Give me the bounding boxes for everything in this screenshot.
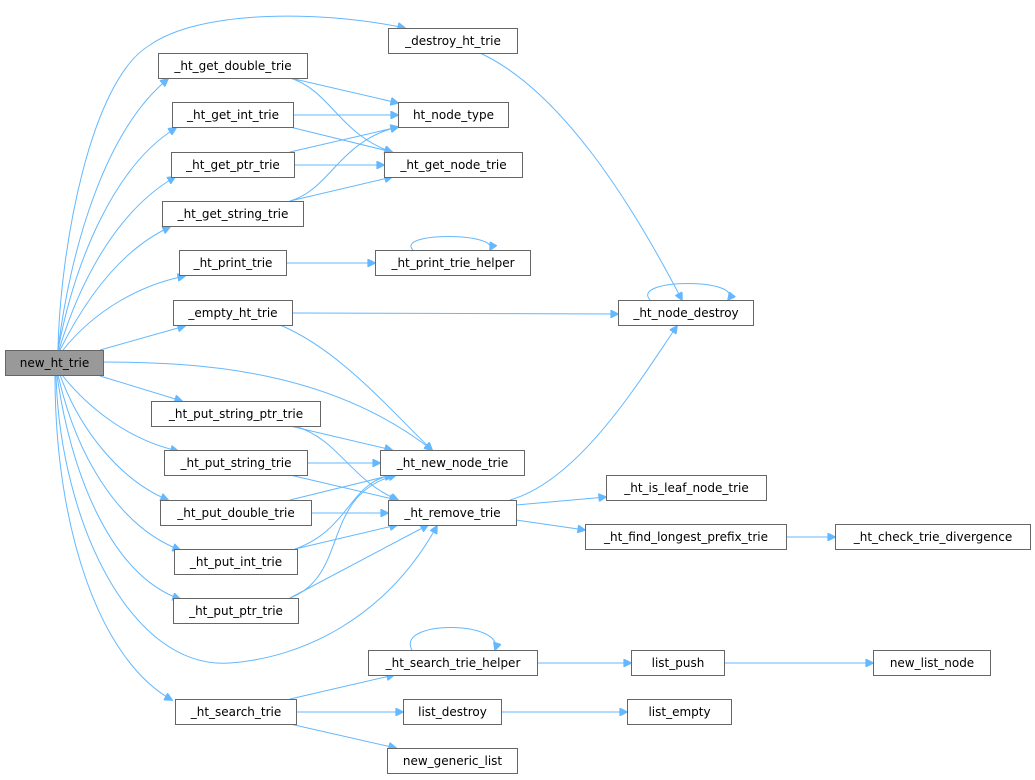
edge-new_ht_trie-ht_print_trie [62, 276, 185, 351]
node-ht_put_string_trie[interactable]: _ht_put_string_trie [164, 450, 308, 476]
node-ht_get_double_trie[interactable]: _ht_get_double_trie [158, 53, 308, 79]
node-ht_print_trie_helper[interactable]: _ht_print_trie_helper [375, 250, 531, 276]
edge-put_double-new_node [289, 475, 392, 501]
edge-get_string-get_node [289, 177, 392, 202]
node-ht_get_ptr_trie[interactable]: _ht_get_ptr_trie [171, 152, 295, 178]
node-new_list_node[interactable]: new_list_node [873, 650, 991, 676]
node-ht_search_trie[interactable]: _ht_search_trie [175, 699, 297, 725]
node-ht_get_int_trie[interactable]: _ht_get_int_trie [172, 102, 294, 128]
node-ht_put_double_trie[interactable]: _ht_put_double_trie [160, 500, 312, 526]
edge-node_destroy-self [647, 283, 730, 301]
edge-get_ptr-node_type [289, 127, 398, 153]
edge-put_string_ptr-new_node [289, 425, 392, 450]
node-ht_node_destroy[interactable]: _ht_node_destroy [618, 300, 754, 326]
node-list_push[interactable]: list_push [631, 650, 725, 676]
node-ht_is_leaf_node_trie[interactable]: _ht_is_leaf_node_trie [606, 475, 767, 501]
edge-put_int-new_node [294, 475, 394, 550]
edge-new_ht_trie-ht_put_double_trie [59, 374, 168, 500]
edge-new_ht_trie-ht_get_string_trie [59, 227, 170, 351]
edge-put_ptr-remove [289, 525, 428, 599]
edge-empty-new_node [279, 324, 432, 450]
edge-remove-is_leaf [515, 497, 606, 506]
edge-new_ht_trie-empty_ht_trie [99, 326, 185, 351]
edge-new_ht_trie-ht_put_string_ptr_trie [99, 375, 182, 401]
edge-new_ht_trie-ht_get_ptr_trie [58, 177, 175, 351]
node-ht_search_trie_helper[interactable]: _ht_search_trie_helper [368, 650, 538, 676]
edge-remove-node_destroy [509, 326, 677, 501]
edge-new_ht_trie-ht_put_int_trie [57, 374, 180, 550]
edge-new_ht_trie-ht_remove_trie [55, 374, 437, 664]
node-ht_get_node_trie[interactable]: _ht_get_node_trie [384, 152, 523, 178]
edge-search_helper-self [409, 627, 495, 651]
edge-put_ptr-new_node [289, 475, 396, 599]
edge-print_helper-self [410, 236, 491, 251]
node-ht_remove_trie[interactable]: _ht_remove_trie [388, 500, 517, 526]
node-new_ht_trie[interactable]: new_ht_trie [5, 350, 104, 376]
node-ht_node_type[interactable]: ht_node_type [398, 102, 509, 128]
edge-new_ht_trie-ht_put_string_trie [61, 374, 178, 451]
edge-remove-find_longest [515, 519, 585, 530]
node-ht_print_trie[interactable]: _ht_print_trie [179, 250, 287, 276]
edge-search-helper [289, 675, 394, 700]
node-list_empty[interactable]: list_empty [627, 699, 732, 725]
node-empty_ht_trie[interactable]: _empty_ht_trie [173, 300, 293, 326]
edge-get_string-node_type [289, 127, 398, 202]
node-list_destroy[interactable]: list_destroy [403, 699, 502, 725]
edge-get_double-node_type [289, 77, 398, 103]
edge-put_string-remove [289, 474, 397, 500]
node-ht_check_trie_divergence[interactable]: _ht_check_trie_divergence [835, 524, 1031, 550]
edge-put_string_ptr-remove [294, 425, 398, 500]
node-new_generic_list[interactable]: new_generic_list [387, 748, 518, 774]
edge-new_ht_trie-ht_put_ptr_trie [56, 374, 180, 599]
node-ht_new_node_trie[interactable]: _ht_new_node_trie [380, 450, 525, 476]
edge-new_ht_trie-ht_get_double_trie [57, 79, 168, 351]
node-destroy_ht_trie[interactable]: _destroy_ht_trie [388, 28, 518, 54]
edge-new_ht_trie-destroy_ht_trie [57, 15, 405, 351]
node-ht_get_string_trie[interactable]: _ht_get_string_trie [162, 201, 304, 227]
edge-new_ht_trie-ht_new_node_trie [102, 361, 432, 450]
edge-get_int-get_node [289, 126, 392, 152]
node-ht_find_longest_prefix_trie[interactable]: _ht_find_longest_prefix_trie [585, 524, 787, 550]
edge-empty-node_destroy [291, 313, 618, 314]
edge-new_ht_trie-ht_get_int_trie [57, 128, 176, 351]
edge-put_int-remove [294, 525, 397, 550]
edge-destroy-node_destroy [479, 52, 682, 300]
edge-get_double-get_node [289, 77, 392, 152]
node-ht_put_string_ptr_trie[interactable]: _ht_put_string_ptr_trie [151, 401, 321, 427]
node-ht_put_ptr_trie[interactable]: _ht_put_ptr_trie [173, 598, 299, 624]
node-ht_put_int_trie[interactable]: _ht_put_int_trie [174, 549, 298, 575]
edge-new_ht_trie-ht_search_trie [54, 374, 172, 700]
edge-search-new_generic_list [289, 723, 396, 748]
